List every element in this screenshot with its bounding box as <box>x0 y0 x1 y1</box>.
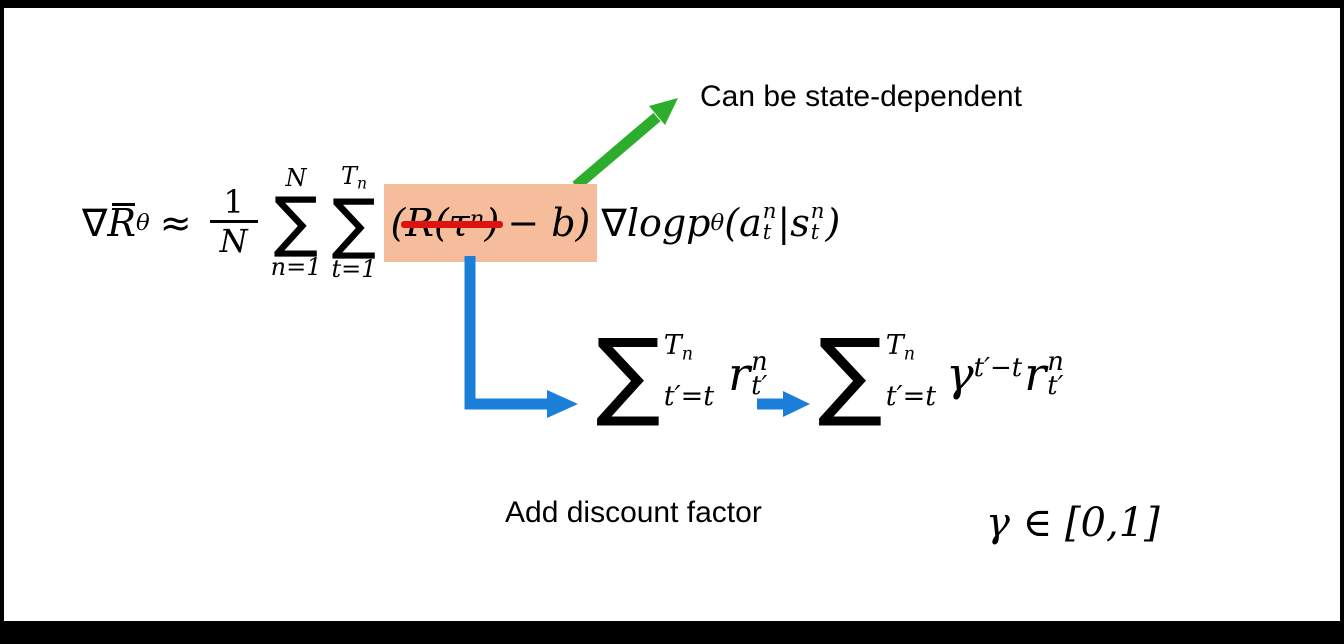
return-of-trajectory: R(τ <box>405 200 470 245</box>
n-subscript: n <box>356 174 368 193</box>
T-symbol: T <box>340 162 357 191</box>
sigma-icon: ∑ <box>273 183 319 261</box>
fraction-one-over-N: 1 N <box>209 183 258 259</box>
sum-upper-limit: Tn <box>886 332 936 364</box>
n-superscript: n <box>810 199 825 225</box>
arrow-elbow-down-right-icon <box>464 256 578 418</box>
annotation-add-discount-factor: Add discount factor <box>505 496 762 529</box>
minus-baseline: − b) <box>507 200 591 245</box>
sigma-icon: ∑ <box>331 184 377 262</box>
arrow-up-right-icon <box>572 98 678 191</box>
policy-gradient-formula: ∇ R θ ≈ 1 N N ∑ n=1 Tn ∑ t=1 ( R(τn) <box>82 140 840 305</box>
action-symbol: a <box>739 200 762 245</box>
t-prime-subscript: t′ <box>751 371 768 402</box>
fraction-numerator: 1 <box>223 183 244 222</box>
log-label: log <box>626 200 687 245</box>
sum-lower-limit: t′=t <box>885 381 937 413</box>
conditional-bar: | <box>777 200 791 245</box>
sum-upper-limit: N <box>285 163 307 192</box>
sum-limits: Tn t′=t <box>661 330 714 418</box>
reward-symbol: r <box>728 347 751 402</box>
t-subscript: t <box>810 219 820 245</box>
discount-factor-term: γ t′−t <box>946 347 1022 401</box>
state-symbol: s <box>790 200 810 245</box>
fraction-denominator: N <box>209 220 258 259</box>
sigma-icon: ∑ <box>818 318 883 430</box>
n-superscript: n <box>751 346 768 377</box>
t-subscript: t <box>762 219 772 245</box>
struck-return-term: R(τn) <box>401 200 504 245</box>
sigma-icon: ∑ <box>596 318 661 430</box>
gamma-exponent: t′−t <box>973 353 1023 384</box>
baseline-highlight-box: ( R(τn) − b) <box>383 183 598 262</box>
open-paren: ( <box>724 200 740 245</box>
sum-limits: Tn t′=t <box>883 330 936 418</box>
p-symbol: p <box>686 200 711 245</box>
t-prime-subscript: t′ <box>1047 371 1064 402</box>
n-superscript: n <box>469 205 485 232</box>
sum-over-timesteps: Tn ∑ t=1 <box>331 163 376 282</box>
arrow-right-icon <box>757 391 810 417</box>
annotation-state-dependent: Can be state-dependent <box>700 80 1022 113</box>
theta-subscript: θ <box>710 209 725 236</box>
reward-symbol: r <box>1024 347 1047 402</box>
sum-over-episodes: N ∑ n=1 <box>270 163 322 281</box>
gamma-symbol: γ <box>946 347 974 402</box>
theta-subscript: θ <box>136 209 150 236</box>
gamma-range-label: γ ∈ [0,1] <box>986 500 1160 546</box>
r-bar-symbol: R <box>107 200 137 245</box>
slide-canvas: Can be state-dependent ∇ R θ ≈ 1 N N ∑ n… <box>4 8 1340 621</box>
approx-symbol: ≈ <box>159 200 192 245</box>
T-symbol: T <box>663 330 682 361</box>
n-superscript: n <box>1047 346 1064 377</box>
open-paren: ( <box>390 200 406 245</box>
n-superscript: n <box>762 199 777 225</box>
close-paren: ) <box>484 200 500 245</box>
T-symbol: T <box>885 330 904 361</box>
close-paren: ) <box>825 200 841 245</box>
sum-upper-limit: Tn <box>341 163 367 193</box>
sum-lower-limit: t=1 <box>331 254 377 283</box>
sum-upper-limit: Tn <box>664 332 714 364</box>
nabla-icon: ∇ <box>601 200 627 245</box>
n-subscript: n <box>903 344 915 365</box>
sum-lower-limit: n=1 <box>270 252 322 281</box>
sum-lower-limit: t′=t <box>663 381 715 413</box>
n-subscript: n <box>681 344 693 365</box>
nabla-icon: ∇ <box>82 200 108 245</box>
